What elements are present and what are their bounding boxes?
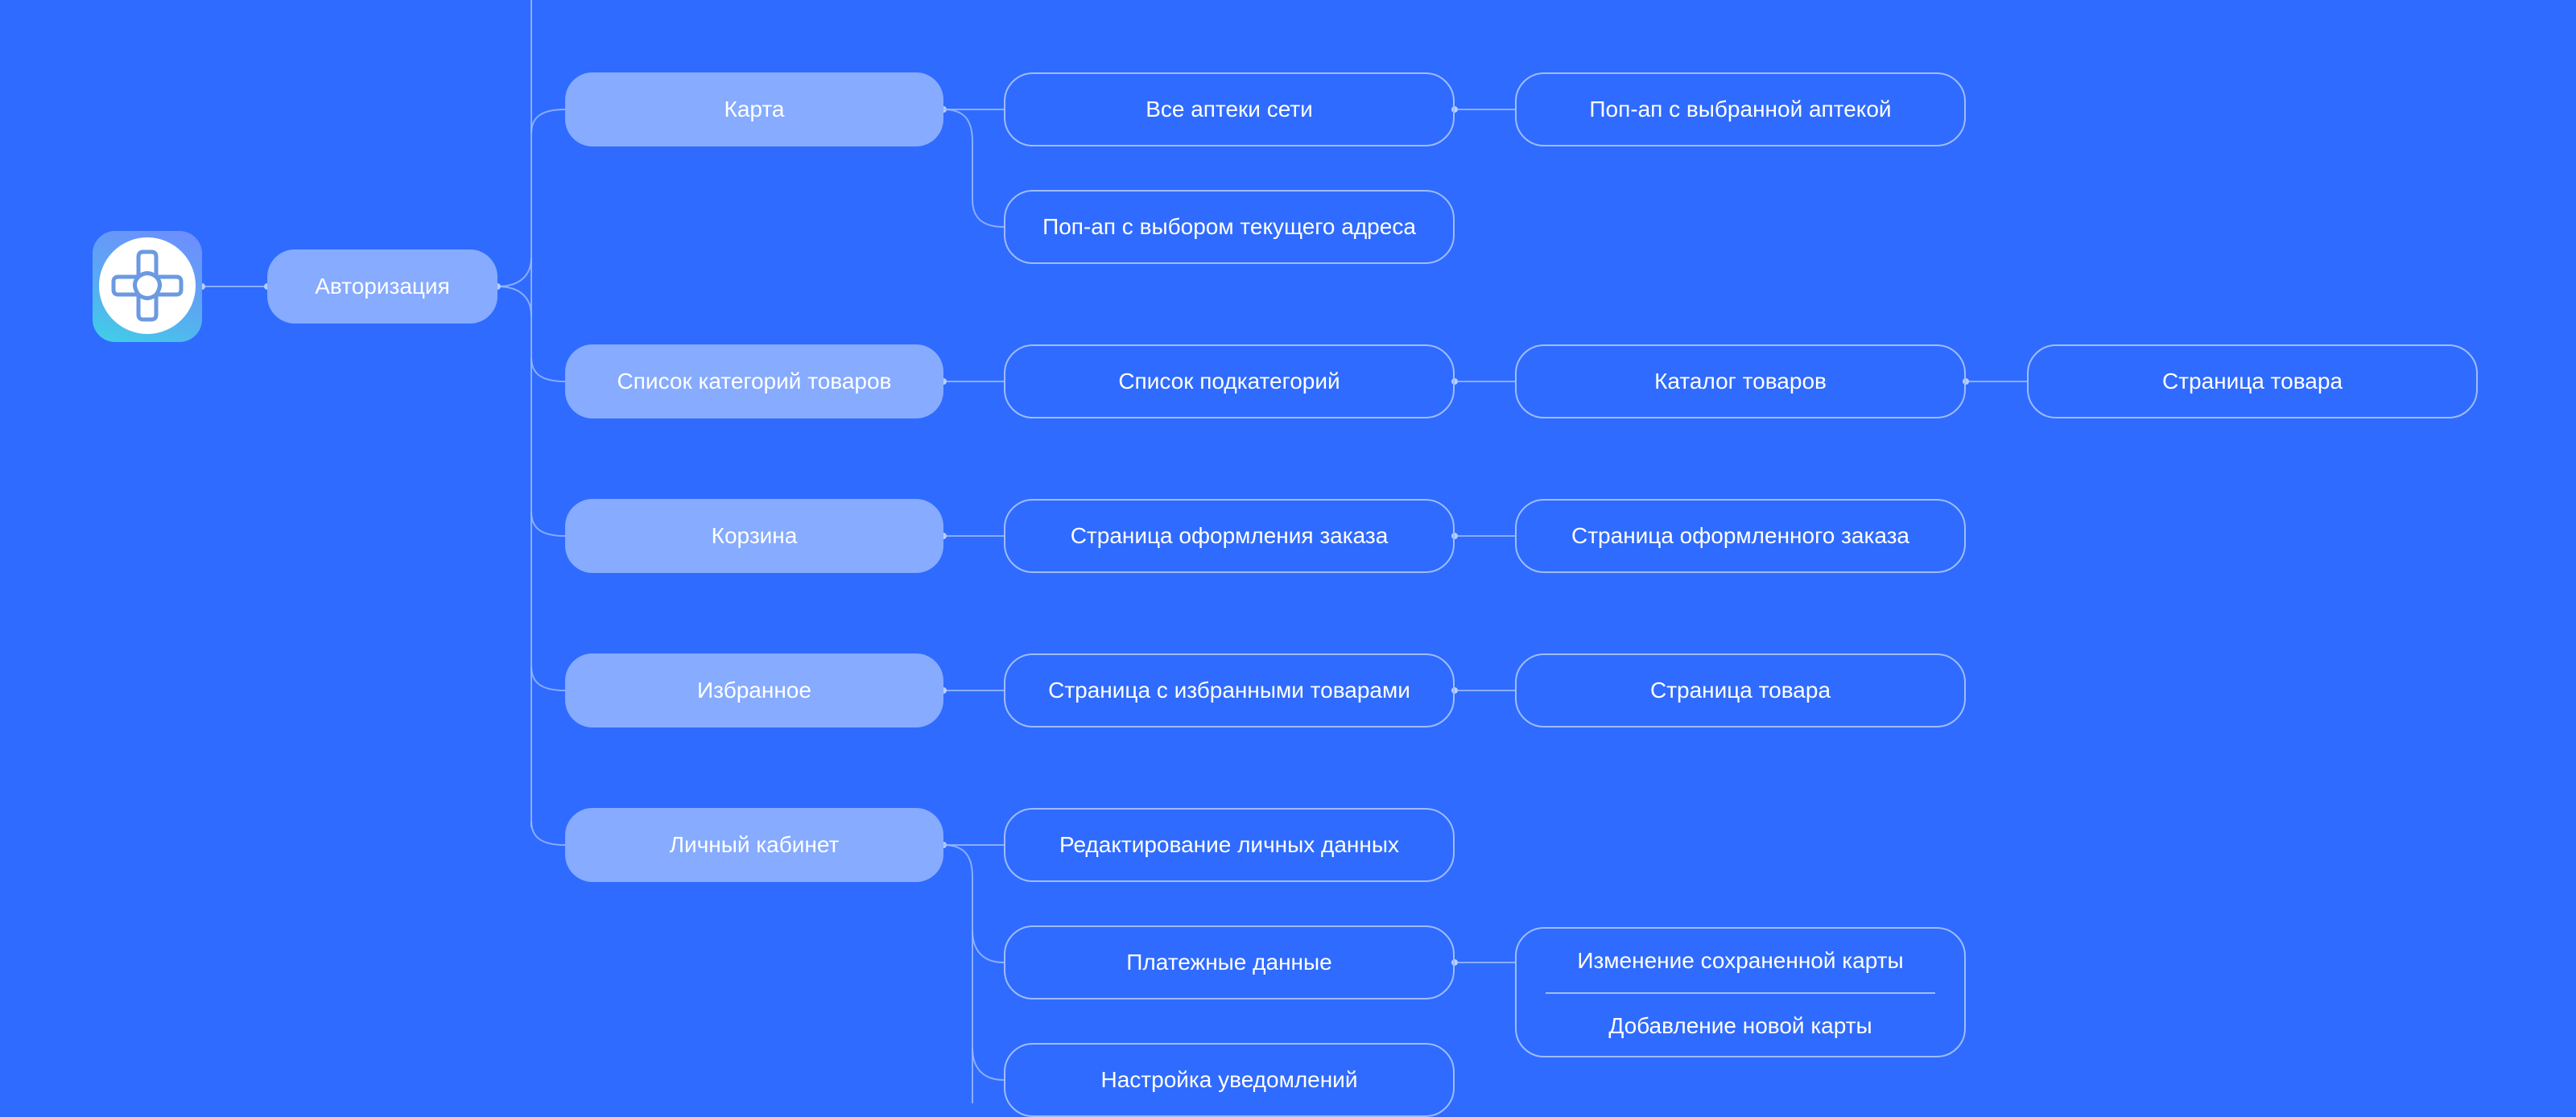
node-add-card[interactable]: Добавление новой карты: [1517, 994, 1964, 1057]
connector-root-down: [497, 286, 532, 316]
node-label: Страница оформленного заказа: [1571, 523, 1909, 548]
node-cart[interactable]: Корзина: [565, 499, 943, 573]
node-authorization[interactable]: Авторизация: [267, 249, 497, 324]
app-icon: [93, 231, 202, 342]
connector-root-up: [497, 257, 532, 287]
node-label: Редактирование личных данных: [1059, 832, 1399, 857]
node-label: Страница оформления заказа: [1070, 523, 1389, 548]
node-label: Личный кабинет: [669, 832, 840, 857]
connector-profile-payment: [972, 929, 1005, 963]
node-label: Список подкатегорий: [1118, 369, 1340, 394]
node-label: Изменение сохраненной карты: [1577, 947, 1904, 973]
node-subcategories[interactable]: Список подкатегорий: [1004, 344, 1455, 418]
node-order-placed[interactable]: Страница оформленного заказа: [1515, 499, 1966, 573]
node-payment[interactable]: Платежные данные: [1004, 925, 1455, 1000]
connector-branch-cart: [530, 511, 566, 537]
connector-branch-categories: [530, 357, 566, 382]
connector-profile-notifications: [972, 1047, 1005, 1081]
node-label: Страница с избранными товарами: [1048, 678, 1410, 703]
node-label: Карта: [724, 97, 785, 122]
node-edit-card[interactable]: Изменение сохраненной карты: [1517, 929, 1964, 992]
connector-branch-map: [530, 109, 566, 134]
connector-branch-favorites: [530, 666, 566, 691]
node-map[interactable]: Карта: [565, 72, 943, 146]
node-label: Поп-ап с выбранной аптекой: [1589, 97, 1892, 122]
node-favorites[interactable]: Избранное: [565, 653, 943, 727]
node-edit-personal[interactable]: Редактирование личных данных: [1004, 808, 1455, 882]
node-product-page[interactable]: Страница товара: [2027, 344, 2478, 418]
node-favorites-product[interactable]: Страница товара: [1515, 653, 1966, 727]
node-label: Каталог товаров: [1654, 369, 1827, 394]
node-label: Избранное: [697, 678, 811, 703]
node-card-management: Изменение сохраненной карты Добавление н…: [1515, 927, 1966, 1057]
node-label: Корзина: [711, 523, 798, 548]
node-profile[interactable]: Личный кабинет: [565, 808, 943, 882]
node-label: Платежные данные: [1126, 950, 1332, 975]
node-favorites-page[interactable]: Страница с избранными товарами: [1004, 653, 1455, 727]
node-catalog[interactable]: Каталог товаров: [1515, 344, 1966, 418]
node-label: Поп-ап с выбором текущего адреса: [1042, 214, 1416, 239]
node-label: Страница товара: [2161, 369, 2343, 394]
node-address-popup[interactable]: Поп-ап с выбором текущего адреса: [1004, 190, 1455, 264]
node-label: Настройка уведомлений: [1100, 1067, 1358, 1092]
node-label: Страница товара: [1649, 678, 1831, 703]
connector-profile-trunk: [943, 844, 973, 1103]
divider: [1546, 992, 1935, 994]
medical-cross-icon: [111, 249, 184, 322]
node-label: Список категорий товаров: [617, 369, 892, 394]
node-label: Авторизация: [315, 274, 450, 299]
node-all-pharmacies[interactable]: Все аптеки сети: [1004, 72, 1455, 146]
node-label: Все аптеки сети: [1146, 97, 1313, 122]
node-label: Добавление новой карты: [1608, 1012, 1872, 1038]
connector-branch-profile: [530, 820, 566, 846]
node-categories[interactable]: Список категорий товаров: [565, 344, 943, 418]
node-selected-pharmacy-popup[interactable]: Поп-ап с выбранной аптекой: [1515, 72, 1966, 146]
node-notifications[interactable]: Настройка уведомлений: [1004, 1043, 1455, 1117]
node-checkout[interactable]: Страница оформления заказа: [1004, 499, 1455, 573]
connector-map-address: [943, 109, 1005, 228]
